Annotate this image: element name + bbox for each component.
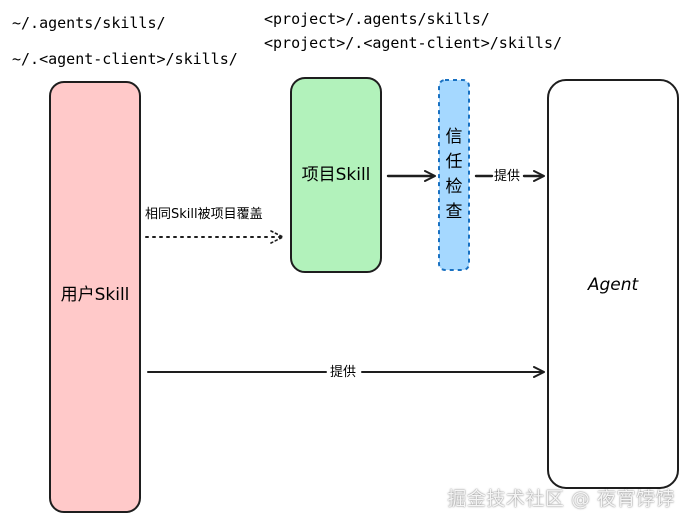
trust-check-box [438,79,470,271]
user-to-agent-label: 提供 [330,364,356,380]
trust-check-node: 信 任 检 查 [438,79,470,271]
trust-to-agent-edge: 提供 [474,168,545,184]
project-skill-label: 项目Skill [302,165,371,185]
trust-check-char-2: 任 [446,152,463,172]
trust-check-char-3: 检 [446,177,463,197]
user-skill-node: 用户Skill [49,81,141,513]
user-skill-path-agents: ~/.agents/skills/ [12,14,166,32]
override-edge-label: 相同Skill被项目覆盖 [145,207,263,222]
user-skill-label: 用户Skill [61,285,130,305]
trust-check-char-1: 信 [446,127,463,147]
project-skill-box [290,77,382,273]
project-skill-path-agents: <project>/.agents/skills/ [264,10,490,28]
override-edge: 相同Skill被项目覆盖 [145,207,282,237]
project-skill-node: 项目Skill [290,77,382,273]
user-skill-path-agent-client: ~/.<agent-client>/skills/ [12,50,238,68]
trust-to-agent-label: 提供 [494,168,520,184]
user-to-agent-edge: 提供 [147,364,545,380]
agent-label: Agent [587,275,640,295]
project-skill-path-agent-client: <project>/.<agent-client>/skills/ [264,34,562,52]
trust-check-char-4: 查 [446,202,463,222]
user-skill-box [49,81,141,513]
agent-node: Agent [547,79,679,489]
agent-box [547,79,679,489]
site-watermark: 掘金技术社区 @ 夜宵饽饽 [447,488,675,510]
